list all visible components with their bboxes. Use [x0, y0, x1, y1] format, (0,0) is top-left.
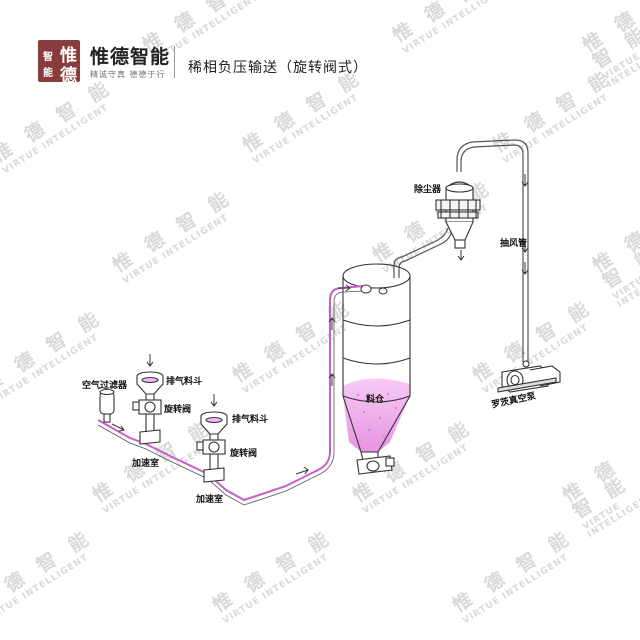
- brand-name: 惟德智能: [90, 46, 171, 68]
- suction-pipe: [456, 139, 529, 362]
- header-divider: [174, 46, 175, 78]
- silo-inlet: [360, 284, 388, 295]
- flow-arrow-icon: [457, 250, 465, 261]
- air-filter: [99, 388, 115, 423]
- accel-chamber-1: [139, 414, 161, 445]
- label-suction-pipe: 抽风管: [500, 239, 528, 249]
- vent-hopper-1: [136, 371, 164, 395]
- label-dust-collector: 除尘器: [414, 185, 442, 195]
- vent-hopper-2: [200, 411, 228, 435]
- label-silo: 料仓: [366, 395, 385, 405]
- material-dots: [356, 392, 398, 442]
- flow-arrow-icon: [146, 354, 154, 367]
- logo-char: 能: [43, 68, 53, 79]
- rotary-valve-2: [196, 434, 226, 455]
- header: 惟 德 智 能 惟德智能 精诚守真 德德于行 稀相负压输送（旋转阀式）: [38, 40, 398, 86]
- logo-char: 德: [60, 66, 77, 86]
- label-rotary-valve-1: 旋转阀: [164, 405, 192, 415]
- rotary-valve-1: [132, 394, 162, 415]
- brand-logo: 惟 德 智 能: [38, 40, 80, 86]
- label-accel-chamber-2: 加速室: [196, 495, 224, 505]
- conveying-line: [97, 285, 364, 502]
- dust-collector: [435, 181, 481, 249]
- silo-material-fill: [343, 378, 410, 452]
- flow-arrow-icon: [210, 394, 218, 407]
- brand-slogan: 精诚守真 德德于行: [90, 70, 166, 79]
- logo-char: 惟: [60, 46, 77, 66]
- silo-outlet-valve: [356, 455, 395, 475]
- label-air-filter: 空气过滤器: [82, 381, 128, 391]
- diagram-title: 稀相负压输送（旋转阀式）: [188, 60, 368, 76]
- logo-char: 智: [43, 52, 53, 63]
- vacuum-pump: [497, 360, 561, 393]
- conveying-line-outline: [97, 290, 364, 506]
- accel-chamber-2: [203, 454, 225, 483]
- flow-arrow-icon: [111, 284, 351, 475]
- flow-arrow-icon: [521, 174, 529, 275]
- silo: [342, 263, 411, 461]
- label-vent-hopper-1: 排气料斗: [166, 377, 203, 387]
- label-accel-chamber-1: 加速室: [132, 459, 160, 469]
- air-duct-silo-to-collector: [393, 227, 453, 278]
- label-vent-hopper-2: 排气料斗: [232, 415, 269, 425]
- label-rotary-valve-2: 旋转阀: [230, 449, 258, 459]
